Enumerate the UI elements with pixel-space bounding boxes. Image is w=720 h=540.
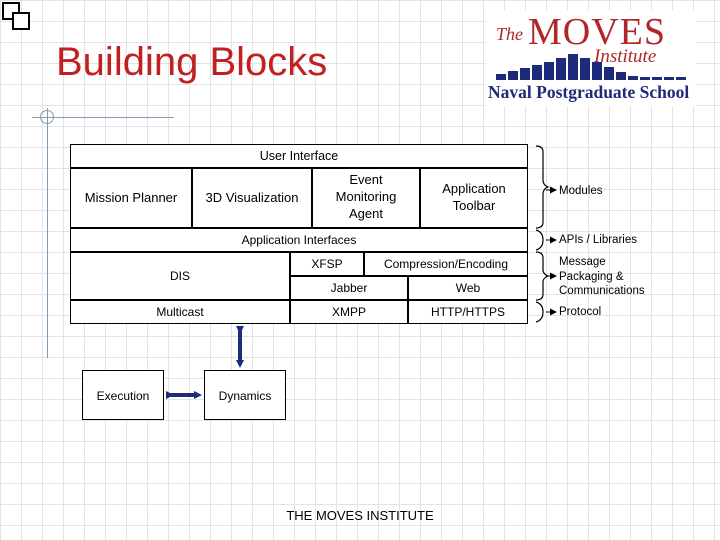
application-toolbar-line-2: Toolbar — [452, 197, 496, 213]
dis-box — [70, 252, 290, 300]
slide-corner-mark — [2, 2, 30, 30]
web-label: Web — [455, 281, 481, 295]
messaging-line-1: Message — [559, 256, 606, 268]
user-interface-label: User Interface — [259, 149, 339, 163]
logo-school-text: Naval Postgraduate School — [488, 82, 690, 102]
user-interface-box — [70, 144, 528, 168]
logo-institute-text: Institute — [594, 46, 657, 67]
xfsp-box — [290, 252, 364, 276]
logo-bars — [488, 50, 696, 80]
layer-label-apis: APIs / Libraries — [559, 234, 637, 246]
moves-institute-logo: The MOVES Institute Naval Postgraduate S… — [486, 10, 696, 106]
multicast-label: Multicast — [156, 305, 204, 319]
mission-planner-label: Mission Planner — [84, 190, 178, 205]
execution-box — [82, 370, 164, 420]
multicast-box — [70, 300, 290, 324]
application-toolbar-label: Application Toolbar — [420, 181, 528, 215]
compression-encoding-label: Compression/Encoding — [383, 257, 509, 271]
event-monitoring-line-2: Monitoring — [335, 188, 397, 204]
apis-bracket — [535, 229, 544, 251]
compression-encoding-box — [364, 252, 528, 276]
application-toolbar-line-1: Application — [442, 181, 506, 196]
modules-bracket — [535, 145, 550, 229]
jabber-box — [290, 276, 408, 300]
dynamics-box — [204, 370, 286, 420]
3d-visualization-box — [192, 168, 312, 228]
decorative-line-horizontal — [32, 117, 174, 118]
logo-the-text: The — [496, 24, 523, 44]
protocol-bracket — [535, 301, 544, 323]
event-monitoring-line-1: Event — [349, 172, 383, 187]
execution-label: Execution — [96, 389, 150, 403]
slide-title: Building Blocks — [56, 40, 328, 84]
dis-label: DIS — [169, 269, 190, 283]
xmpp-box — [290, 300, 408, 324]
dynamics-label: Dynamics — [218, 389, 272, 403]
3d-visualization-label: 3D Visualization — [205, 190, 299, 205]
mission-planner-box — [70, 168, 192, 228]
layer-label-protocol: Protocol — [559, 306, 602, 318]
event-monitoring-box — [312, 168, 420, 228]
http-https-box — [408, 300, 528, 324]
decorative-line-vertical — [47, 108, 48, 358]
event-monitoring-label: Event Monitoring Agent — [312, 172, 420, 223]
layer-label-modules: Modules — [559, 185, 603, 197]
decorative-circle — [40, 110, 54, 124]
messaging-line-3: Communications — [559, 285, 645, 298]
slide-footer: THE MOVES INSTITUTE — [286, 508, 434, 523]
messaging-line-2: Packaging & — [559, 270, 624, 283]
application-toolbar-box — [420, 168, 528, 228]
logo-moves-text: MOVES — [528, 11, 667, 53]
layer-label-messaging: Message Packaging & Communications — [559, 255, 645, 299]
application-interfaces-label: Application Interfaces — [241, 233, 357, 247]
event-monitoring-line-3: Agent — [349, 205, 383, 221]
xmpp-label: XMPP — [331, 305, 366, 319]
xfsp-label: XFSP — [311, 257, 343, 271]
application-interfaces-box — [70, 228, 528, 252]
jabber-label: Jabber — [330, 281, 368, 295]
web-box — [408, 276, 528, 300]
http-https-label: HTTP/HTTPS — [431, 305, 505, 319]
